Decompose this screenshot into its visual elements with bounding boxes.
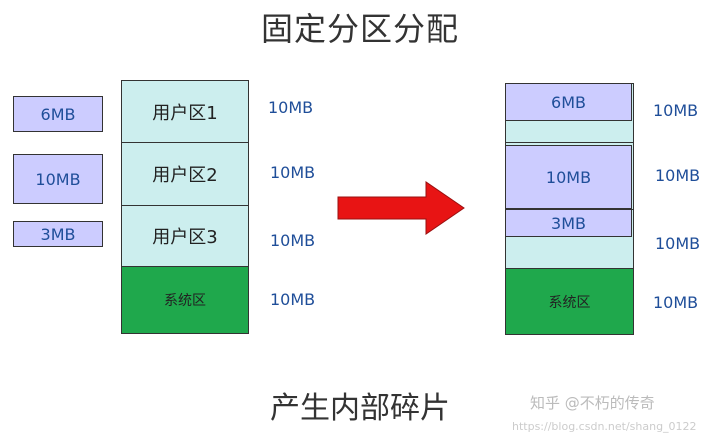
memory-before: 用户区1 用户区2 用户区3 系统区 [121,80,249,334]
user-area-1: 用户区1 [121,80,249,143]
system-area: 系统区 [121,266,249,334]
job-3mb: 3MB [13,221,103,247]
allocated-job-10mb: 10MB [505,145,632,209]
size-label: 10MB [270,231,316,250]
watermark-brand: 知乎 @不朽的传奇 [530,394,655,412]
arrow-right-icon [337,181,465,235]
diagram-title: 固定分区分配 [260,10,459,48]
system-area: 系统区 [505,268,634,335]
watermark-url: https://blog.csdn.net/shang_0122 [512,420,697,433]
memory-after: 6MB 10MB 3MB 系统区 [505,83,634,335]
size-label: 10MB [270,290,316,309]
size-label: 10MB [653,293,699,312]
size-label: 10MB [655,166,701,185]
size-label: 10MB [270,163,316,182]
job-10mb: 10MB [13,154,103,204]
allocated-job-6mb: 6MB [505,83,632,121]
size-label: 10MB [655,234,701,253]
job-6mb: 6MB [13,96,103,132]
size-label: 10MB [653,101,699,120]
user-area-3: 用户区3 [121,205,249,267]
diagram-caption: 产生内部碎片 [270,391,450,426]
size-label: 10MB [268,98,314,117]
allocated-job-3mb: 3MB [505,209,632,237]
user-area-2: 用户区2 [121,142,249,206]
